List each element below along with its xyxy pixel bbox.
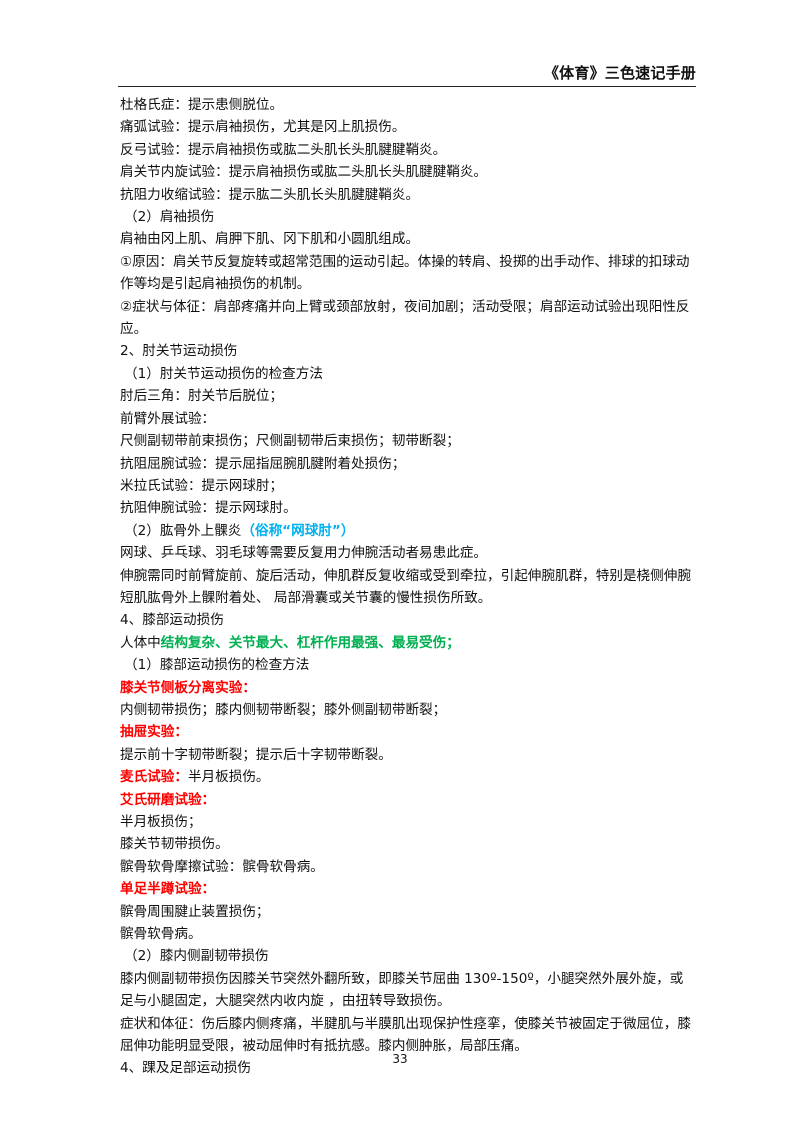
subsection-heading: （2）膝内侧副韧带损伤 xyxy=(124,948,269,965)
text-line: 抗阻伸腕试验：提示网球肘。 xyxy=(120,500,297,517)
highlight-note: （俗称“网球肘”） xyxy=(241,522,355,539)
text-line: 痛弧试验：提示肩袖损伤，尤其是冈上肌损伤。 xyxy=(120,119,406,136)
text-line: 麦氏试验：半月板损伤。 xyxy=(120,766,696,788)
text-line: 抗阻屈腕试验：提示屈指屈腕肌腱附着处损伤； xyxy=(120,455,406,472)
text-line: 尺侧副韧带前束损伤；尺侧副韧带后束损伤；韧带断裂； xyxy=(120,433,460,450)
text-line: 肘后三角：肘关节后脱位； xyxy=(120,388,284,405)
header-title: 《体育》三色速记手册 xyxy=(543,64,696,82)
text-line: 前臂外展试验： xyxy=(120,410,216,427)
text-fragment: 人体中 xyxy=(120,634,161,651)
text-paragraph: 膝内侧副韧带损伤因膝关节突然外翻所致，即膝关节屈曲 130º-150º，小腿突然… xyxy=(120,970,684,1010)
text-line: 杜格氏症：提示患侧脱位。 xyxy=(120,97,284,113)
highlight-key-point: 结构复杂、关节最大、杠杆作用最强、最易受伤； xyxy=(160,634,460,651)
text-line: 膝关节韧带损伤。 xyxy=(120,836,229,853)
text-paragraph: ①原因：肩关节反复旋转或超常范围的运动引起。体操的转肩、投掷的出手动作、排球的扣… xyxy=(120,253,690,293)
test-name-heading: 抽屉实验： xyxy=(120,724,188,741)
text-line: 人体中结构复杂、关节最大、杠杆作用最强、最易受伤； xyxy=(120,632,696,654)
document-body: 杜格氏症：提示患侧脱位。 痛弧试验：提示肩袖损伤，尤其是冈上肌损伤。 反弓试验：… xyxy=(120,94,696,1080)
test-name-heading: 膝关节侧板分离实验： xyxy=(120,679,256,696)
text-line: 髌骨周围腱止装置损伤； xyxy=(120,903,270,920)
subsection-title: （2）肱骨外上髁炎 xyxy=(124,522,242,539)
header-divider xyxy=(118,86,696,87)
test-name-heading: 单足半蹲试验： xyxy=(120,881,216,898)
subsection-heading: （2）肩袖损伤 xyxy=(124,209,215,226)
text-line: 髌骨软骨病。 xyxy=(120,926,202,943)
subsection-heading: （1）肘关节运动损伤的检查方法 xyxy=(124,365,323,382)
text-line: 肩关节内旋试验：提示肩袖损伤或肱二头肌长头肌腱腱鞘炎。 xyxy=(120,164,488,181)
text-line: 反弓试验：提示肩袖损伤或肱二头肌长头肌腱腱鞘炎。 xyxy=(120,141,447,158)
text-line: 提示前十字韧带断裂；提示后十字韧带断裂。 xyxy=(120,746,392,763)
text-fragment: 半月板损伤。 xyxy=(187,769,270,786)
text-paragraph: 伸腕需同时前臂旋前、旋后活动，伸肌群反复收缩或受到牵拉，引起伸腕肌群，特别是桡侧… xyxy=(120,567,691,606)
text-line: 内侧韧带损伤；膝内侧韧带断裂；膝外侧副韧带断裂； xyxy=(120,701,447,718)
section-heading: 2、肘关节运动损伤 xyxy=(120,343,238,360)
section-heading: 4、膝部运动损伤 xyxy=(120,612,224,629)
text-line: 髌骨软骨摩擦试验：髌骨软骨病。 xyxy=(120,858,324,875)
text-paragraph: 症状和体征：伤后膝内侧疼痛，半腱肌与半膜肌出现保护性痉挛，使膝关节被固定于微屈位… xyxy=(120,1015,691,1055)
text-line: 半月板损伤； xyxy=(120,814,202,830)
text-line: 米拉氏试验：提示网球肘； xyxy=(120,477,284,494)
page-number: 33 xyxy=(392,1052,408,1066)
text-line: 肩袖由冈上肌、肩胛下肌、冈下肌和小圆肌组成。 xyxy=(120,231,420,248)
test-name-heading: 艾氏研磨试验： xyxy=(120,791,216,808)
subsection-heading: （2）肱骨外上髁炎（俗称“网球肘”） xyxy=(120,520,696,542)
subsection-heading: （1）膝部运动损伤的检查方法 xyxy=(124,657,310,674)
test-name-heading: 麦氏试验： xyxy=(120,769,188,786)
text-line: 抗阻力收缩试验：提示肱二头肌长头肌腱腱鞘炎。 xyxy=(120,186,420,203)
section-heading: 4、踝及足部运动损伤 xyxy=(120,1060,251,1077)
text-line: 网球、乒乓球、羽毛球等需要反复用力伸腕活动者易患此症。 xyxy=(120,545,488,562)
text-paragraph: ②症状与体征：肩部疼痛并向上臂或颈部放射，夜间加剧；活动受限；肩部运动试验出现阳… xyxy=(120,298,690,338)
